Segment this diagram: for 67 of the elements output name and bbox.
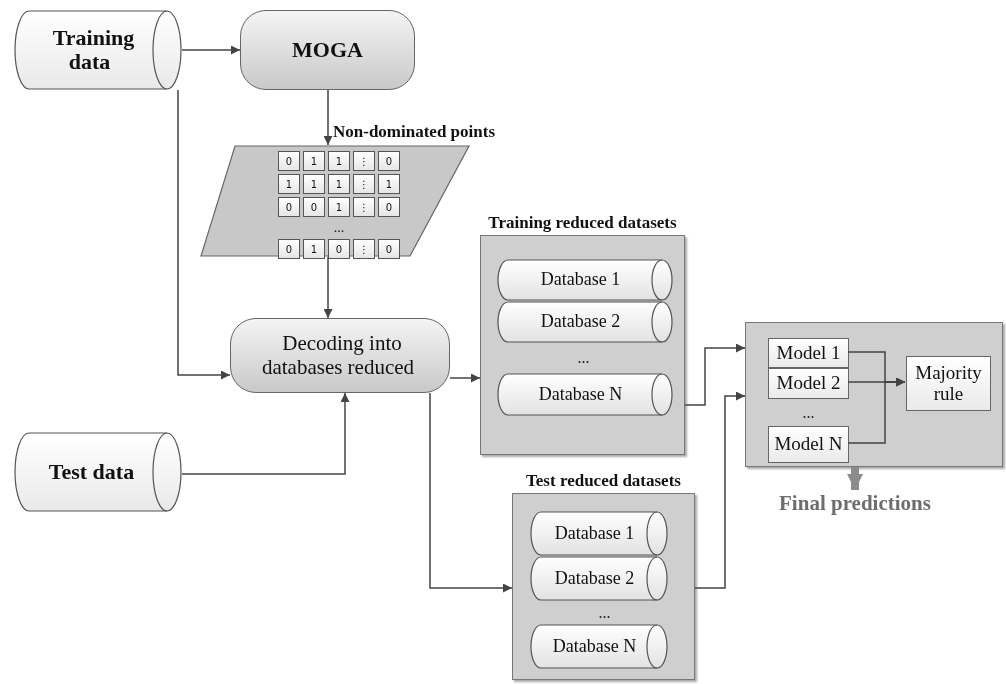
matrix-cell: 1 (278, 174, 300, 194)
process-box (240, 10, 415, 90)
node-label: Database 1 (553, 522, 636, 543)
node-label: Final predictions (778, 492, 932, 516)
node-label: Training data (51, 24, 135, 74)
node-label: Majority rule (914, 362, 983, 405)
process-box (906, 356, 991, 411)
matrix-cell: 1 (328, 174, 350, 194)
matrix-cell: ⋮ (353, 239, 375, 259)
node-label: Database N (537, 383, 624, 404)
database-cylinder (498, 373, 673, 416)
data-cylinder (15, 10, 182, 90)
node-label: Model 1 (775, 342, 842, 364)
arrow (177, 89, 231, 380)
matrix-cell: 1 (303, 174, 325, 194)
matrix-cell: ⋮ (353, 151, 375, 171)
matrix-cell: 1 (328, 151, 350, 171)
node-label: Decoding into databases reduced (261, 331, 416, 379)
arrow (181, 45, 241, 55)
process-box (768, 338, 849, 368)
process-box (230, 318, 450, 393)
heading: Test reduced datasets (525, 472, 682, 491)
matrix-cell: ⋮ (353, 174, 375, 194)
matrix-cell: 0 (378, 197, 400, 217)
database-cylinder (531, 624, 668, 669)
data-cylinder (15, 432, 182, 512)
process-box (768, 368, 849, 399)
ellipsis-text: ... (597, 603, 612, 623)
database-cylinder (531, 511, 668, 556)
arrow (449, 373, 481, 383)
matrix-cell: 1 (378, 174, 400, 194)
arrow (847, 377, 906, 444)
matrix-cell: 0 (278, 151, 300, 171)
database-cylinder (498, 301, 673, 343)
node-label: Database 1 (539, 269, 622, 290)
node-label: MOGA (291, 36, 364, 62)
node-label: Model N (773, 434, 844, 455)
matrix-cell: 0 (328, 239, 350, 259)
node-label: Database 2 (539, 311, 622, 332)
arrow (323, 256, 333, 319)
arrow (323, 89, 333, 146)
heading: Training reduced datasets (487, 214, 678, 233)
heading: Non-dominated points (333, 123, 495, 142)
matrix-cell: 0 (378, 151, 400, 171)
database-cylinder (498, 259, 673, 301)
arrow (429, 392, 513, 593)
dataset-panel (745, 322, 1003, 467)
arrow (684, 343, 746, 406)
matrix-cell: 1 (328, 197, 350, 217)
database-cylinder (531, 556, 668, 601)
ellipsis-text: ... (576, 348, 591, 368)
matrix-cell: ⋮ (353, 197, 375, 217)
matrix-cell: 0 (278, 239, 300, 259)
ellipsis-text: ... (332, 220, 346, 236)
matrix-cell: 1 (303, 239, 325, 259)
matrix-cell: 0 (303, 197, 325, 217)
matrix-cell: 1 (303, 151, 325, 171)
matrix-cell: 0 (278, 197, 300, 217)
node-label: Model 2 (775, 373, 842, 394)
node-label: Test data (47, 458, 136, 484)
arrow (181, 392, 350, 475)
arrow (694, 391, 746, 589)
process-box (768, 426, 849, 463)
node-label: Database 2 (553, 567, 636, 588)
node-label: Database N (551, 635, 638, 656)
ellipsis-text: ... (801, 403, 816, 423)
matrix-cell: 0 (378, 239, 400, 259)
